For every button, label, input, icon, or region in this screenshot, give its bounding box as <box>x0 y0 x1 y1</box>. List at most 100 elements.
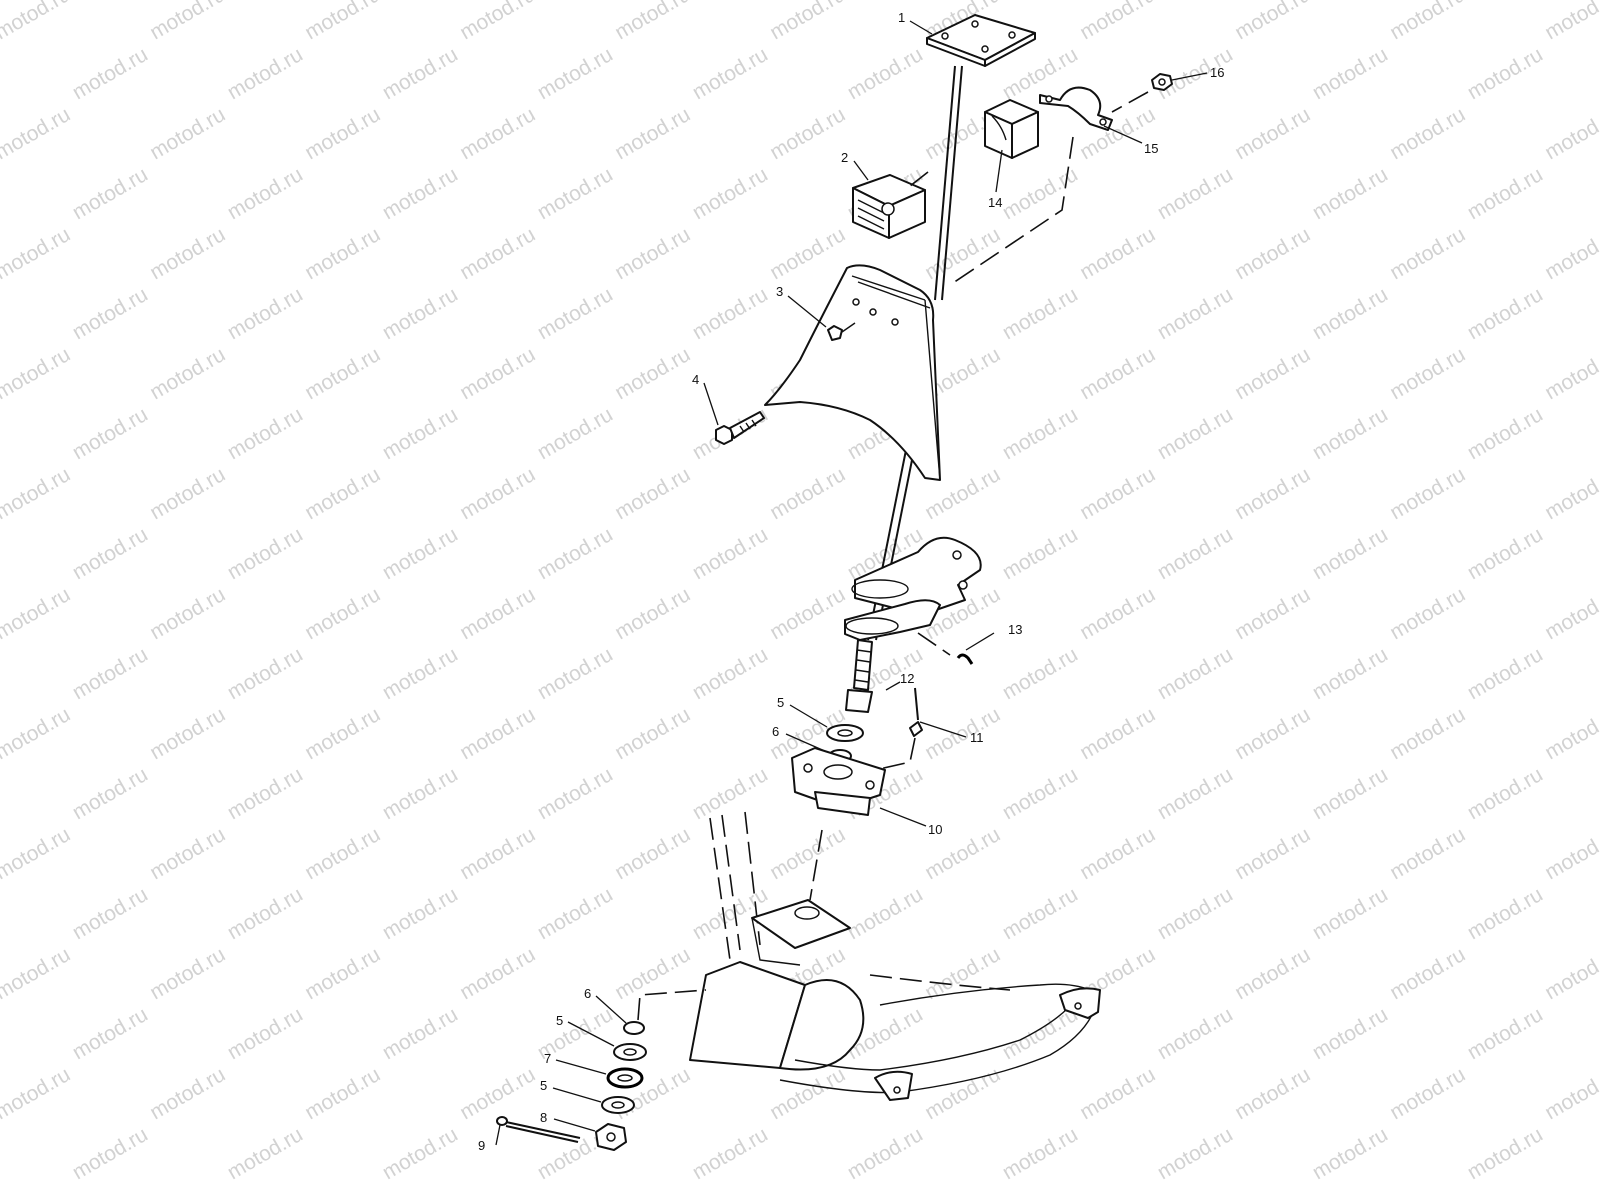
watermark-text: motod.ru <box>1076 703 1159 764</box>
watermark-text: motod.ru <box>69 163 152 224</box>
watermark-text: motod.ru <box>534 403 617 464</box>
callout-6-lower: 6 <box>584 986 591 1001</box>
watermark-text: motod.ru <box>0 223 74 284</box>
callout-4: 4 <box>692 372 699 387</box>
watermark-text: motod.ru <box>1541 583 1600 644</box>
watermark-text: motod.ru <box>301 343 384 404</box>
bearing <box>606 1067 644 1089</box>
watermark-text: motod.ru <box>689 763 772 824</box>
watermark-text: motod.ru <box>689 283 772 344</box>
watermark-text: motod.ru <box>379 43 462 104</box>
watermark-text: motod.ru <box>0 463 74 524</box>
watermark-text: motod.ru <box>1076 583 1159 644</box>
callout-6: 6 <box>772 724 779 739</box>
watermark-text: motod.ru <box>1309 523 1392 584</box>
watermark-text: motod.ru <box>921 1063 1004 1124</box>
watermark-text: motod.ru <box>224 283 307 344</box>
watermark-text: motod.ru <box>1309 763 1392 824</box>
callout-14: 14 <box>988 195 1002 210</box>
watermark-text: motod.ru <box>1231 343 1314 404</box>
watermark-text: motod.ru <box>534 283 617 344</box>
guide-line <box>809 829 823 901</box>
callout-8: 8 <box>540 1110 547 1125</box>
watermark-text: motod.ru <box>379 523 462 584</box>
watermark-text: motod.ru <box>1231 103 1314 164</box>
watermark-text: motod.ru <box>1386 823 1469 884</box>
watermark-text: motod.ru <box>379 1003 462 1064</box>
guide-line <box>637 989 707 1021</box>
callout-11: 11 <box>970 730 984 745</box>
watermark-text: motod.ru <box>379 163 462 224</box>
watermark-text: motod.ru <box>146 343 229 404</box>
callout-5-lower-b: 5 <box>540 1078 547 1093</box>
watermark-text: motod.ru <box>224 883 307 944</box>
callout-9: 9 <box>478 1138 485 1153</box>
watermark-text: motod.ru <box>301 703 384 764</box>
watermark-text: motod.ru <box>456 0 539 44</box>
watermark-text: motod.ru <box>69 883 152 944</box>
guide-line <box>949 136 1074 286</box>
watermark-text: motod.ru <box>1464 283 1547 344</box>
watermark-text: motod.ru <box>921 943 1004 1004</box>
watermark-text: motod.ru <box>146 223 229 284</box>
watermark-text: motod.ru <box>301 1063 384 1124</box>
watermark-text: motod.ru <box>1464 883 1547 944</box>
watermark-text: motod.ru <box>0 343 74 404</box>
watermark-text: motod.ru <box>301 0 384 44</box>
watermark-text: motod.ru <box>224 43 307 104</box>
watermark-text: motod.ru <box>534 523 617 584</box>
watermark-text: motod.ru <box>844 43 927 104</box>
watermark-text: motod.ru <box>379 643 462 704</box>
watermark-text: motod.ru <box>69 763 152 824</box>
watermark-text: motod.ru <box>611 343 694 404</box>
watermark-text: motod.ru <box>1541 0 1600 44</box>
watermark-text: motod.ru <box>766 583 849 644</box>
watermark-text: motod.ru <box>999 163 1082 224</box>
watermark-text: motod.ru <box>224 163 307 224</box>
pin-bolt <box>909 687 923 737</box>
callout-7: 7 <box>544 1051 551 1066</box>
watermark-text: motod.ru <box>1541 103 1600 164</box>
watermark-text: motod.ru <box>1231 0 1314 44</box>
watermark-text: motod.ru <box>1464 163 1547 224</box>
watermark-text: motod.ru <box>69 43 152 104</box>
watermark-text: motod.ru <box>379 763 462 824</box>
watermark-text: motod.ru <box>999 643 1082 704</box>
watermark-text: motod.ru <box>1309 643 1392 704</box>
watermark-text: motod.ru <box>1309 403 1392 464</box>
watermark-text: motod.ru <box>1464 43 1547 104</box>
watermark-text: motod.ru <box>999 883 1082 944</box>
watermark-text: motod.ru <box>921 703 1004 764</box>
watermark-text: motod.ru <box>301 463 384 524</box>
watermark-text: motod.ru <box>689 163 772 224</box>
guide-line <box>744 811 761 946</box>
watermark-text: motod.ru <box>1386 103 1469 164</box>
watermark-text: motod.ru <box>0 0 74 44</box>
watermark-text: motod.ru <box>146 103 229 164</box>
watermark-text: motod.ru <box>456 703 539 764</box>
castle-nut <box>595 1123 627 1151</box>
watermark-text: motod.ru <box>1464 643 1547 704</box>
watermark-text: motod.ru <box>146 943 229 1004</box>
watermark-text: motod.ru <box>1154 1003 1237 1064</box>
watermark-text: motod.ru <box>0 583 74 644</box>
watermark-text: motod.ru <box>1309 883 1392 944</box>
watermark-text: motod.ru <box>844 1123 927 1184</box>
watermark-text: motod.ru <box>0 103 74 164</box>
callout-5-lower-a: 5 <box>556 1013 563 1028</box>
watermark-text: motod.ru <box>1541 1063 1600 1124</box>
watermark-text: motod.ru <box>999 403 1082 464</box>
watermark-text: motod.ru <box>0 943 74 1004</box>
callout-2: 2 <box>841 150 848 165</box>
watermark-text: motod.ru <box>611 0 694 44</box>
guide-line <box>1111 91 1149 113</box>
watermark-text: motod.ru <box>1154 763 1237 824</box>
watermark-text: motod.ru <box>1309 43 1392 104</box>
strap-clamp <box>1039 86 1113 131</box>
watermark-text: motod.ru <box>611 943 694 1004</box>
watermark-text: motod.ru <box>224 523 307 584</box>
watermark-text: motod.ru <box>1309 1003 1392 1064</box>
callout-labels: 1 2 3 4 5 6 10 11 12 13 14 15 16 6 5 7 5… <box>478 10 1224 1153</box>
watermark-text: motod.ru <box>534 43 617 104</box>
